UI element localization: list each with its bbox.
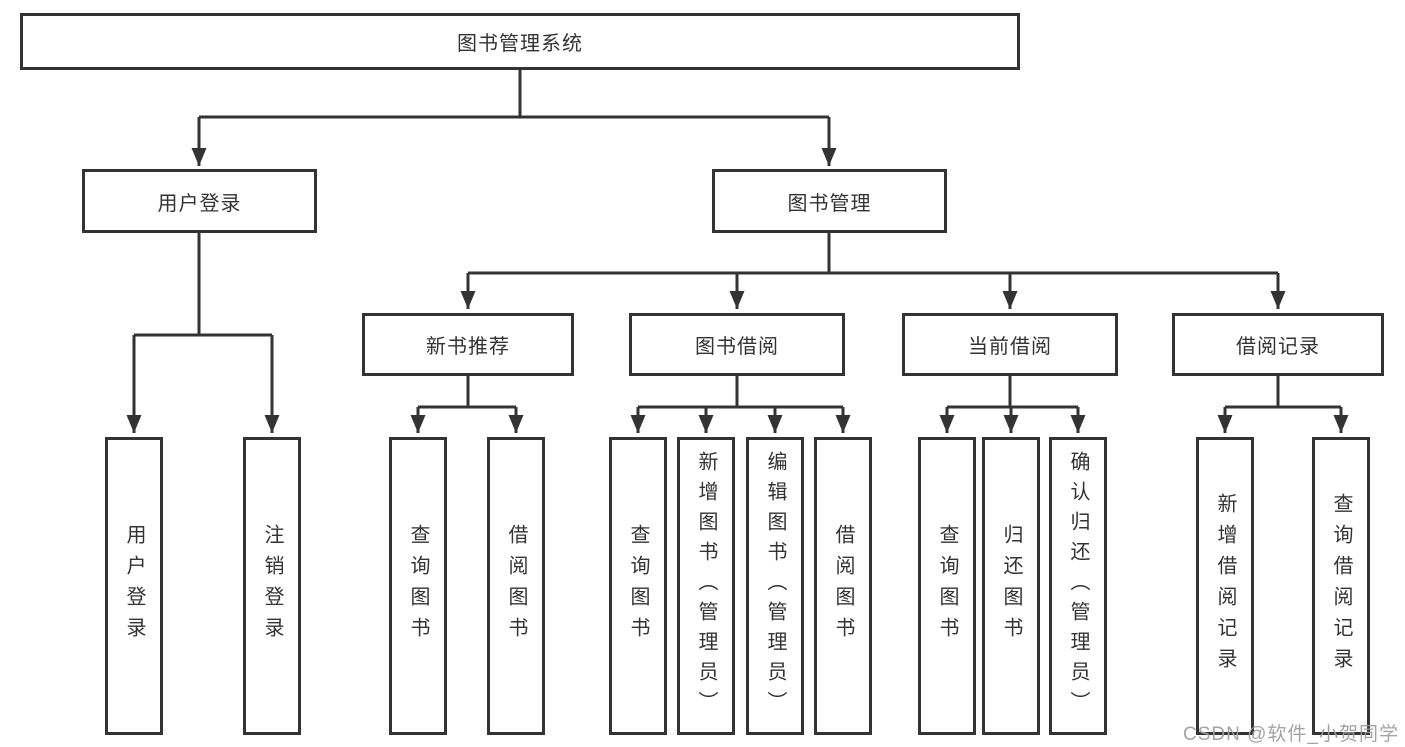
leaf-cb-return-books: 归还图书 bbox=[982, 437, 1040, 735]
node-current-borrow: 当前借阅 bbox=[902, 313, 1118, 376]
leaf-nbr-query-books-label: 查询图书 bbox=[407, 524, 429, 648]
leaf-bb-add-books-label: 新增图书（管理员） bbox=[695, 451, 717, 721]
leaf-cb-return-books-label: 归还图书 bbox=[1000, 524, 1022, 648]
leaf-cb-confirm-return-label: 确认归还（管理员） bbox=[1067, 451, 1089, 721]
leaf-bb-query-books: 查询图书 bbox=[609, 437, 667, 735]
leaf-nbr-query-books: 查询图书 bbox=[389, 437, 447, 735]
node-borrow-records: 借阅记录 bbox=[1172, 313, 1384, 376]
node-user-login: 用户登录 bbox=[82, 169, 317, 233]
leaf-bb-edit-books: 编辑图书（管理员） bbox=[746, 437, 804, 735]
leaf-bb-edit-books-label: 编辑图书（管理员） bbox=[764, 451, 786, 721]
leaf-user-login-label: 用户登录 bbox=[123, 524, 145, 648]
leaf-bb-query-books-label: 查询图书 bbox=[627, 524, 649, 648]
leaf-nbr-borrow-books-label: 借阅图书 bbox=[505, 524, 527, 648]
leaf-logout-label: 注销登录 bbox=[261, 524, 283, 648]
csdn-watermark: CSDN @软件_小贺同学 bbox=[1183, 724, 1399, 745]
node-root: 图书管理系统 bbox=[20, 13, 1020, 70]
leaf-bb-borrow-books-label: 借阅图书 bbox=[832, 524, 854, 648]
node-book-borrow: 图书借阅 bbox=[629, 313, 845, 376]
leaf-br-query-record-label: 查询借阅记录 bbox=[1330, 493, 1352, 679]
leaf-br-query-record: 查询借阅记录 bbox=[1312, 437, 1370, 735]
leaf-bb-add-books: 新增图书（管理员） bbox=[677, 437, 735, 735]
connector-trunks bbox=[134, 70, 1341, 409]
leaf-cb-query-books: 查询图书 bbox=[918, 437, 976, 735]
node-new-book-recommend: 新书推荐 bbox=[362, 313, 574, 376]
leaf-br-add-record-label: 新增借阅记录 bbox=[1214, 493, 1236, 679]
leaf-br-add-record: 新增借阅记录 bbox=[1196, 437, 1254, 735]
leaf-bb-borrow-books: 借阅图书 bbox=[814, 437, 872, 735]
leaf-logout: 注销登录 bbox=[243, 437, 301, 735]
leaf-cb-confirm-return: 确认归还（管理员） bbox=[1049, 437, 1107, 735]
leaf-user-login: 用户登录 bbox=[105, 437, 163, 735]
leaf-nbr-borrow-books: 借阅图书 bbox=[487, 437, 545, 735]
leaf-cb-query-books-label: 查询图书 bbox=[936, 524, 958, 648]
node-book-management: 图书管理 bbox=[712, 169, 947, 233]
